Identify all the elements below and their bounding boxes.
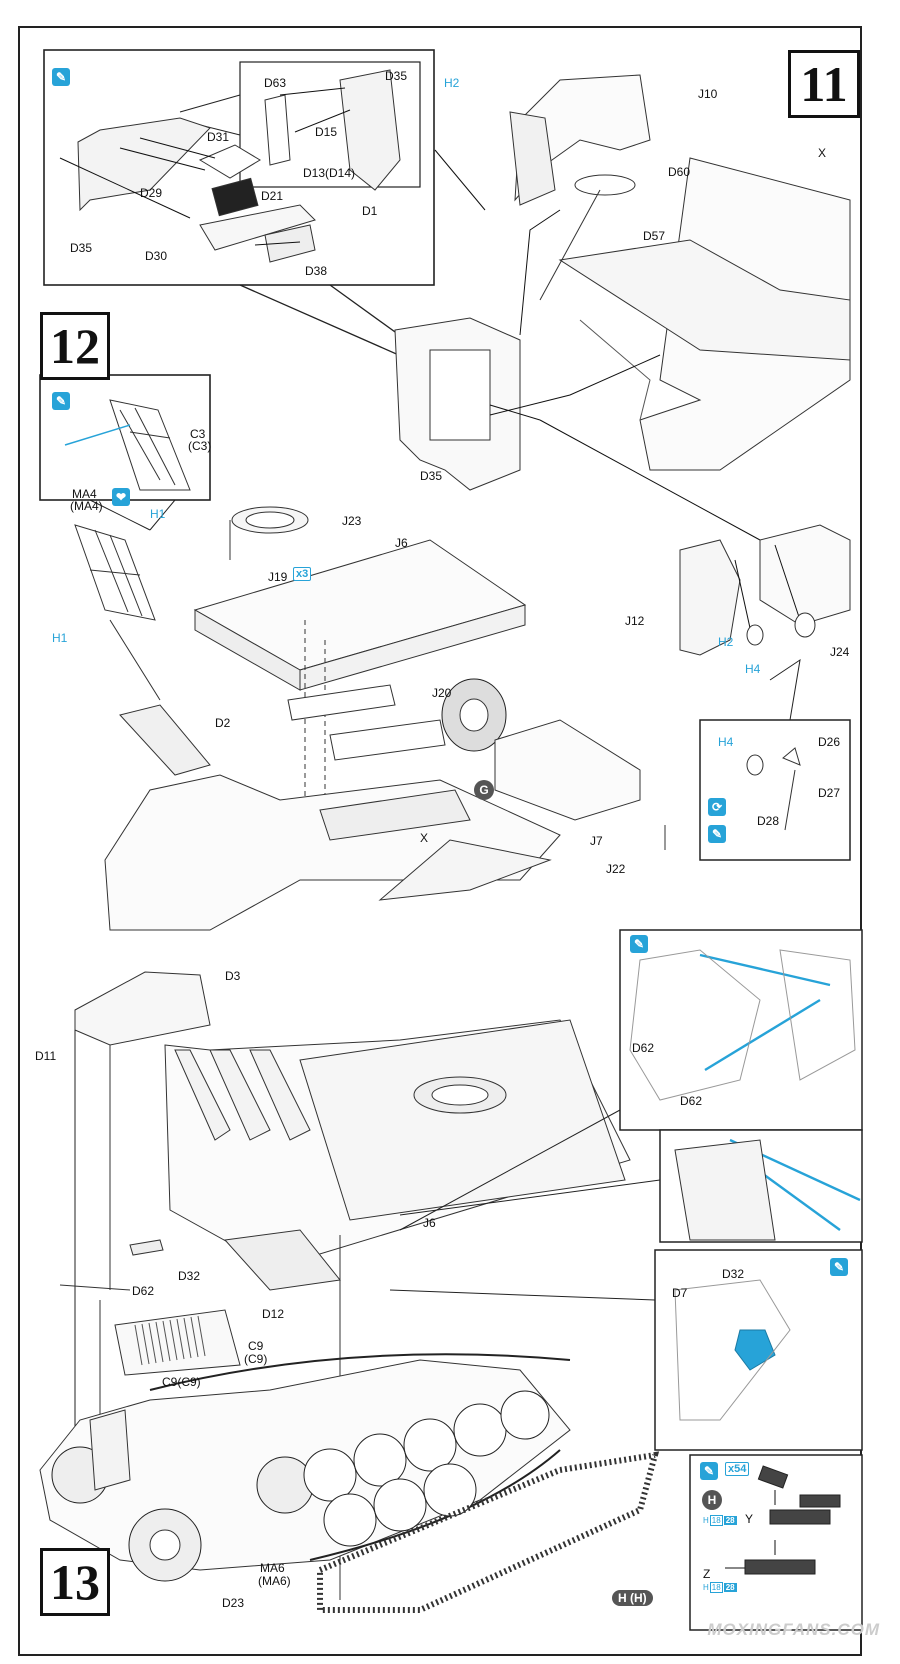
label-j23: J23 xyxy=(342,514,362,528)
label-j20: J20 xyxy=(432,686,452,700)
label-d29: D29 xyxy=(140,186,163,200)
label-d11: D11 xyxy=(35,1049,57,1063)
label-ma4: MA4 xyxy=(72,487,97,501)
label-d62-detail: D62 xyxy=(632,1041,655,1055)
label-c3-paren: (C3) xyxy=(188,439,212,453)
label-z: Z xyxy=(703,1567,711,1581)
label-d27: D27 xyxy=(818,786,841,800)
step-number-12: 12 xyxy=(40,312,110,380)
label-d35-inset-top: D35 xyxy=(385,69,408,83)
label-d57: D57 xyxy=(643,229,666,243)
page-frame xyxy=(18,26,862,1656)
label-j24: J24 xyxy=(830,645,850,659)
glue-icon: ✎ xyxy=(830,1258,848,1276)
label-j6-step12: J6 xyxy=(395,536,408,550)
glue-icon: ✎ xyxy=(630,935,648,953)
label-d26: D26 xyxy=(818,735,841,749)
label-j12: J12 xyxy=(625,614,645,628)
label-d32-detail: D32 xyxy=(722,1267,745,1281)
no-glue-icon: ⟳ xyxy=(708,798,726,816)
label-d1: D1 xyxy=(362,204,378,218)
label-d13-d14: D13(D14) xyxy=(303,166,356,180)
label-d60: D60 xyxy=(668,165,691,179)
label-d30: D30 xyxy=(145,249,168,263)
label-j6-step13: J6 xyxy=(423,1216,436,1230)
label-j7: J7 xyxy=(590,834,603,848)
label-j19: J19 xyxy=(268,570,288,584)
label-h1-main: H1 xyxy=(52,631,68,645)
label-d35-inset-left: D35 xyxy=(70,241,93,255)
chip-num-b: 28 xyxy=(723,1516,737,1525)
glue-icon: ✎ xyxy=(708,825,726,843)
label-d62: D62 xyxy=(132,1284,155,1298)
label-d62-detail-2: D62 xyxy=(680,1094,703,1108)
label-h2-step12: H2 xyxy=(718,635,734,649)
label-d15: D15 xyxy=(315,125,338,139)
label-ma4-paren: (MA4) xyxy=(70,499,103,513)
label-h4-step12: H4 xyxy=(745,662,761,676)
label-j10: J10 xyxy=(698,87,718,101)
label-c3: C3 xyxy=(190,427,206,441)
label-y: Y xyxy=(745,1512,754,1526)
label-d7: D7 xyxy=(672,1286,688,1300)
label-h2-step11: H2 xyxy=(444,76,460,90)
label-d3: D3 xyxy=(225,969,241,983)
label-d35-main: D35 xyxy=(420,469,443,483)
label-j22: J22 xyxy=(606,862,626,876)
label-h4-sub: H4 xyxy=(718,735,734,749)
label-d28: D28 xyxy=(757,814,780,828)
label-d12: D12 xyxy=(262,1307,285,1321)
label-h1-inset: H1 xyxy=(150,507,166,521)
label-d2: D2 xyxy=(215,716,231,730)
circle-H: H xyxy=(702,1490,722,1510)
label-d32: D32 xyxy=(178,1269,201,1283)
chip-prefix: H xyxy=(703,1583,709,1592)
label-d38: D38 xyxy=(305,264,328,278)
watermark: MOXINGFANS.COM xyxy=(707,1620,880,1639)
label-ma6: MA6 xyxy=(260,1561,285,1575)
quantity-badge-tracks: x54 xyxy=(725,1462,750,1476)
quantity-badge-j19: x3 xyxy=(293,567,312,581)
label-d63: D63 xyxy=(264,76,287,90)
label-c9-paren: (C9) xyxy=(244,1352,268,1366)
label-track-hh: H (H) xyxy=(612,1590,653,1606)
step-number-11: 11 xyxy=(788,50,860,118)
glue-icon: ✎ xyxy=(700,1462,718,1480)
chip-num-b: 28 xyxy=(723,1583,737,1592)
label-x-step11: X xyxy=(818,146,827,160)
label-c9: C9 xyxy=(248,1339,264,1353)
label-c9-c9: C9(C9) xyxy=(162,1375,201,1389)
label-ma6-paren: (MA6) xyxy=(258,1574,291,1588)
circle-G: G xyxy=(474,780,494,800)
glue-icon: ✎ xyxy=(52,68,70,86)
label-d31: D31 xyxy=(207,130,230,144)
step-number-13: 13 xyxy=(40,1548,110,1616)
chip-num-a: 18 xyxy=(709,1515,723,1526)
cement-drop-icon: ❤ xyxy=(112,488,130,506)
label-d21: D21 xyxy=(261,189,284,203)
chip-prefix: H xyxy=(703,1516,709,1525)
label-x-step12: X xyxy=(420,831,429,845)
label-d23: D23 xyxy=(222,1596,245,1610)
chip-num-a: 18 xyxy=(709,1582,723,1593)
glue-icon: ✎ xyxy=(52,392,70,410)
